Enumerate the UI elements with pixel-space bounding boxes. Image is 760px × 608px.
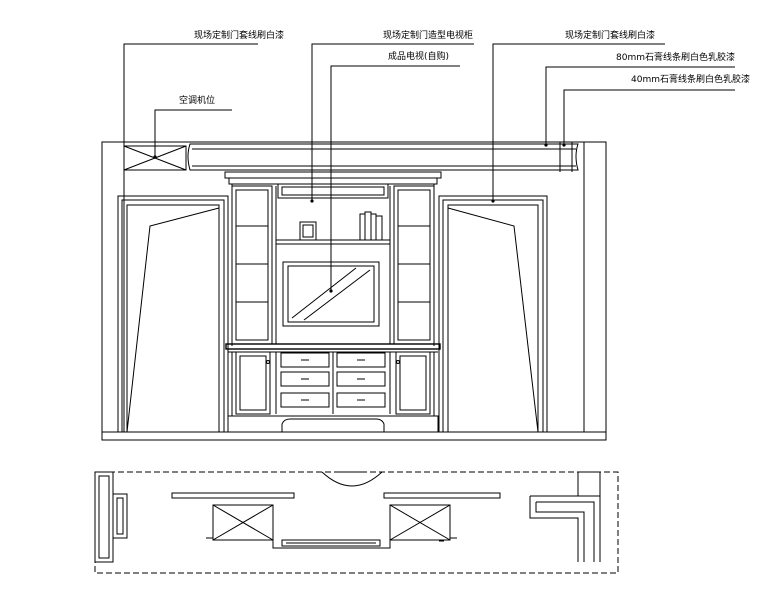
tv <box>282 261 380 327</box>
label-door-frame-right: 现场定制门套线刷白漆 <box>565 29 655 41</box>
plan-left-wall <box>94 471 128 563</box>
plan-right-wall <box>529 471 601 562</box>
label-molding-80: 80mm石膏线条刷白色乳胶漆 <box>616 51 735 63</box>
label-door-frame-left: 现场定制门套线刷白漆 <box>194 29 284 41</box>
ac-unit <box>123 145 187 171</box>
plan-view <box>94 471 619 574</box>
label-ac-position: 空调机位 <box>179 94 215 106</box>
ceiling-molding <box>187 142 579 172</box>
plan-cabinet-right <box>389 504 451 541</box>
right-door <box>438 195 548 433</box>
label-molding-40: 40mm石膏线条刷白色乳胶漆 <box>631 73 750 85</box>
tv-cabinet <box>224 171 442 433</box>
elevation-view <box>101 141 607 441</box>
label-tv-cabinet: 现场定制门造型电视柜 <box>383 29 473 41</box>
plan-cabinet-left <box>212 504 274 541</box>
label-tv: 成品电视(自购) <box>388 50 449 62</box>
left-door <box>117 195 229 433</box>
